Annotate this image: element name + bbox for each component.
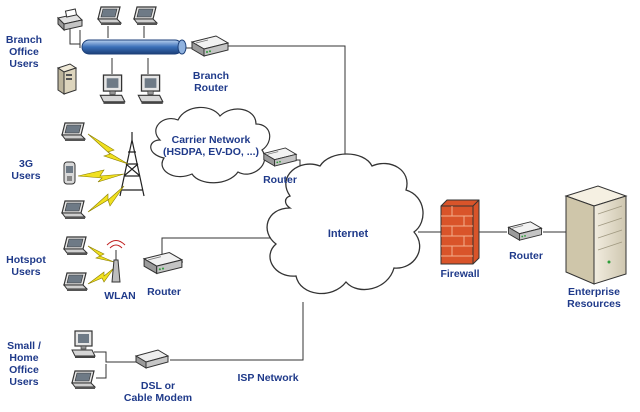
desktop-icon: [137, 74, 164, 105]
branch-office-group: [56, 6, 187, 105]
enterprise-resources-label: Enterprise Resources: [567, 286, 621, 310]
wlan-access-point-icon: [106, 240, 126, 283]
branch-bus-drops: [79, 26, 192, 74]
hotspot-router-label: Router: [147, 286, 181, 298]
three-g-users-label: 3G Users: [11, 158, 41, 182]
internet-cloud: [266, 153, 424, 295]
laptop-icon: [61, 122, 86, 142]
dsl-modem-label: DSL or Cable Modem: [123, 380, 193, 404]
enterprise-server-icon: [564, 185, 628, 285]
desktop-icon: [99, 74, 126, 105]
branch-office-users-label: Branch Office Users: [5, 34, 43, 70]
desktop-icon: [71, 330, 96, 359]
link-isp-network: [170, 302, 304, 361]
branch-router-label: Branch Router: [192, 70, 230, 94]
carrier-network-cloud: [150, 106, 271, 184]
laptop-icon: [63, 236, 88, 256]
laptop-icon: [97, 6, 122, 26]
hotspot-router-icon: [143, 251, 183, 275]
laptop-icon: [63, 272, 88, 292]
laptop-icon: [133, 6, 158, 26]
isp-network-label: ISP Network: [237, 372, 299, 384]
server-icon: [56, 63, 78, 95]
hotspot-users-label: Hotspot Users: [6, 254, 46, 278]
laptop-icon: [61, 200, 86, 220]
wlan-label: WLAN: [104, 290, 136, 302]
branch-router-icon: [191, 35, 229, 57]
laptop-icon: [71, 370, 96, 390]
wireless-link-icons: [87, 245, 115, 285]
enterprise-router-label: Router: [509, 250, 543, 262]
enterprise-router-icon: [508, 221, 542, 241]
carrier-network-label: Carrier Network (HSDPA, EV-DO, ...): [162, 134, 260, 158]
branch-bus: [81, 39, 183, 55]
internet-label: Internet: [327, 228, 369, 240]
firewall-icon: [440, 199, 480, 265]
mobile-phone-icon: [63, 161, 76, 185]
dsl-modem-icon: [134, 349, 170, 369]
firewall-label: Firewall: [440, 268, 480, 280]
small-home-office-users-label: Small / Home Office Users: [7, 340, 41, 388]
link-branch-router-internet: [226, 45, 346, 176]
wireless-link-icons: [77, 133, 129, 213]
small-office-links: [94, 351, 136, 379]
cell-tower-icon: [119, 132, 145, 197]
fax-printer-icon: [57, 8, 83, 32]
carrier-router-label: Router: [263, 174, 297, 186]
